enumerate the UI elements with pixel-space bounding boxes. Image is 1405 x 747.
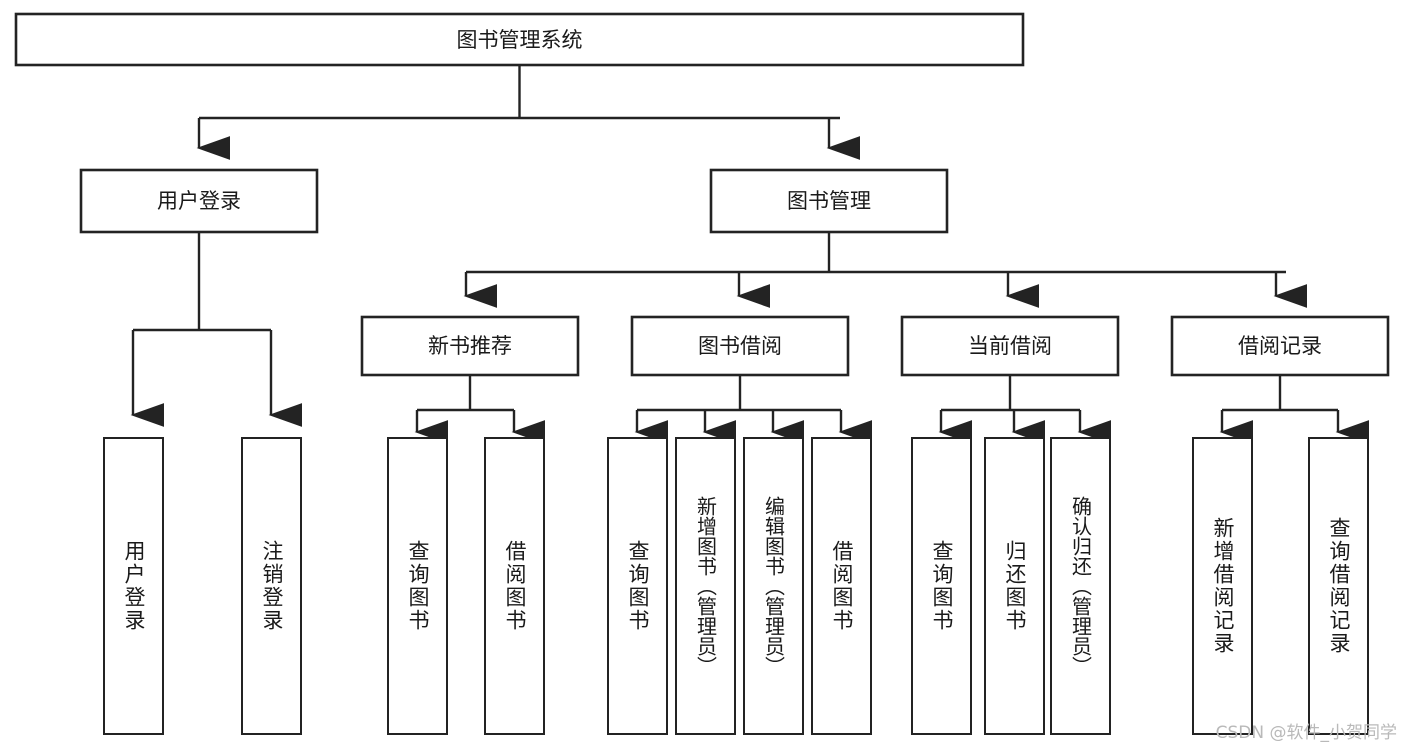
connector-new-book-recommend-to-leaves (414, 375, 546, 444)
node-user-login-rect (79, 168, 319, 234)
leaf-query-books-borrow[interactable]: 查询图书 (607, 437, 668, 735)
node-book-management[interactable]: 图书管理 (709, 168, 949, 234)
leaf-return-books-label: 归还图书 (1003, 540, 1027, 632)
leaf-edit-book-admin[interactable]: 编辑图书（管理员） (743, 437, 804, 735)
leaf-confirm-return-admin[interactable]: 确认归还（管理员） (1050, 437, 1111, 735)
leaf-query-borrow-record[interactable]: 查询借阅记录 (1308, 437, 1369, 735)
leaf-return-books[interactable]: 归还图书 (984, 437, 1045, 735)
node-book-borrow-rect (630, 315, 850, 377)
node-root[interactable]: 图书管理系统 (14, 12, 1025, 67)
connector-book-borrow-to-leaves (634, 375, 873, 444)
connector-borrow-record-to-leaves (1219, 375, 1370, 444)
leaf-logout-login-label: 注销登录 (260, 540, 284, 632)
leaf-borrow-books-borrow-label: 借阅图书 (830, 540, 854, 632)
leaf-edit-book-admin-label: 编辑图书（管理员） (761, 496, 786, 676)
leaf-query-books-borrow-label: 查询图书 (626, 540, 650, 632)
node-user-login-label: 用户登录 (157, 189, 241, 213)
node-new-book-recommend-rect (360, 315, 580, 377)
leaf-add-book-admin-label: 新增图书（管理员） (693, 496, 718, 676)
node-current-borrow-rect (900, 315, 1120, 377)
leaf-query-borrow-record-label: 查询借阅记录 (1327, 517, 1351, 655)
csdn-watermark: CSDN @软件_小贺同学 (1215, 723, 1397, 743)
connector-current-borrow-to-leaves (938, 375, 1112, 444)
node-current-borrow-label: 当前借阅 (968, 334, 1052, 358)
node-book-borrow[interactable]: 图书借阅 (630, 315, 850, 377)
node-current-borrow[interactable]: 当前借阅 (900, 315, 1120, 377)
node-new-book-recommend-label: 新书推荐 (428, 334, 512, 358)
connector-book-management-to-level3 (463, 232, 1308, 308)
node-borrow-record-label: 借阅记录 (1238, 334, 1322, 358)
leaf-add-borrow-record[interactable]: 新增借阅记录 (1192, 437, 1253, 735)
node-borrow-record-rect (1170, 315, 1390, 377)
connector-root-to-level2 (196, 65, 861, 160)
node-root-rect (14, 12, 1025, 67)
leaf-borrow-books-recommend[interactable]: 借阅图书 (484, 437, 545, 735)
leaf-logout-login[interactable]: 注销登录 (241, 437, 302, 735)
leaf-user-login-label: 用户登录 (122, 540, 146, 632)
leaf-add-borrow-record-label: 新增借阅记录 (1211, 517, 1235, 655)
leaf-query-books-recommend-label: 查询图书 (406, 540, 430, 632)
leaf-borrow-books-recommend-label: 借阅图书 (503, 540, 527, 632)
connector-user-login-to-leaves (130, 232, 303, 427)
leaf-user-login[interactable]: 用户登录 (103, 437, 164, 735)
node-root-label: 图书管理系统 (457, 28, 583, 52)
node-book-borrow-label: 图书借阅 (698, 334, 782, 358)
leaf-query-books-recommend[interactable]: 查询图书 (387, 437, 448, 735)
node-borrow-record[interactable]: 借阅记录 (1170, 315, 1390, 377)
node-user-login[interactable]: 用户登录 (79, 168, 319, 234)
leaf-confirm-return-admin-label: 确认归还（管理员） (1068, 496, 1093, 676)
leaf-query-books-current-label: 查询图书 (930, 540, 954, 632)
leaf-borrow-books-borrow[interactable]: 借阅图书 (811, 437, 872, 735)
node-book-management-label: 图书管理 (787, 189, 871, 213)
leaf-add-book-admin[interactable]: 新增图书（管理员） (675, 437, 736, 735)
node-new-book-recommend[interactable]: 新书推荐 (360, 315, 580, 377)
leaf-query-books-current[interactable]: 查询图书 (911, 437, 972, 735)
